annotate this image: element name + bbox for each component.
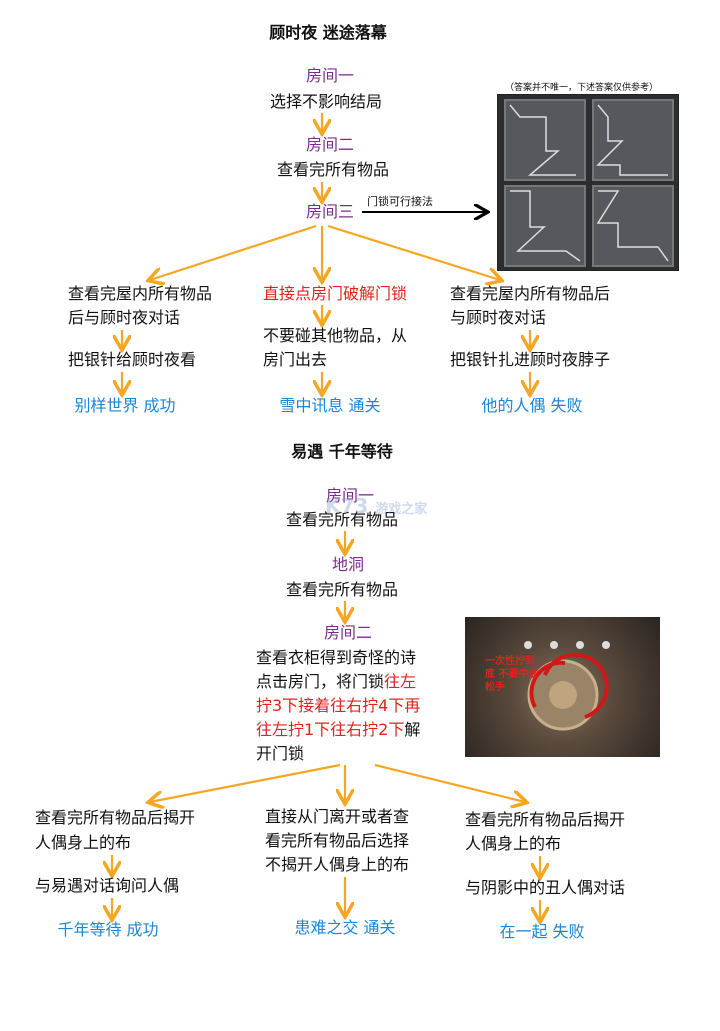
room1-label: 房间一	[325, 486, 375, 505]
branch-middle-text: 不要碰其他物品，从	[263, 326, 408, 345]
instruction-line: 查看衣柜得到奇怪的诗	[256, 648, 417, 667]
branch-middle-text: 房门出去	[263, 350, 328, 369]
room3-label: 房间三	[305, 202, 355, 221]
lock-solution-label: 门锁可行接法	[367, 195, 433, 208]
branch-right-step: 与阴影中的丑人偶对话	[465, 878, 626, 897]
instruction-highlight: 往左	[384, 672, 417, 691]
room2-label: 房间二	[323, 623, 373, 642]
instruction-highlight: 拧3下接着往右拧4下再	[256, 696, 421, 715]
section1-title: 顾时夜 迷途落幕	[269, 23, 387, 42]
instruction-line: 开门锁	[256, 744, 305, 763]
cave-label: 地洞	[331, 555, 365, 574]
room1-label: 房间一	[305, 66, 355, 85]
step-text: 查看完所有物品	[276, 160, 390, 179]
branch-right-text: 人偶身上的布	[465, 834, 562, 853]
branch-right-step: 把银针扎进顾时夜脖子	[450, 350, 611, 369]
instruction-text: 解	[404, 720, 421, 739]
instruction-line: 点击房门，将门锁往左	[256, 672, 416, 692]
step-text: 查看完所有物品	[285, 580, 399, 599]
instruction-text: 点击房门，将门锁	[256, 672, 385, 691]
image-caption: （答案并不唯一，下述答案仅供参考）	[505, 83, 659, 93]
branch-left-text: 人偶身上的布	[35, 833, 132, 852]
branch-middle-text: 直接点房门破解门锁	[263, 284, 408, 303]
lock-maze-image	[497, 94, 679, 271]
step-text: 查看完所有物品	[285, 510, 399, 529]
branch-right-text: 查看完所有物品后揭开	[465, 810, 626, 829]
branch-middle-text: 直接从门离开或者查	[265, 807, 410, 826]
instruction-line: 往左拧1下往右拧2下解	[256, 720, 420, 740]
ending-clear: 患难之交 通关	[294, 918, 396, 937]
ending-success: 别样世界 成功	[74, 396, 176, 415]
image-annotation: 一次性拧到底 不要中途松手	[485, 656, 539, 693]
ending-clear: 雪中讯息 通关	[279, 396, 381, 415]
branch-left-text: 后与顾时夜对话	[68, 308, 181, 327]
branch-middle-text: 看完所有物品后选择	[265, 831, 410, 850]
section2-title: 易遇 千年等待	[291, 442, 393, 461]
step-text: 选择不影响结局	[269, 92, 383, 111]
instruction-highlight: 往左拧1下往右拧2下	[256, 720, 405, 739]
branch-left-step: 把银针给顾时夜看	[68, 350, 197, 369]
ending-success: 千年等待 成功	[57, 920, 159, 939]
ending-fail: 他的人偶 失败	[481, 396, 583, 415]
branch-left-text: 查看完所有物品后揭开	[35, 808, 196, 827]
watermark-logo: K73 游戏之家	[325, 494, 428, 518]
branch-middle-text: 不揭开人偶身上的布	[265, 855, 410, 874]
branch-left-step: 与易遇对话询问人偶	[35, 876, 180, 895]
branch-right-text: 与顾时夜对话	[450, 308, 547, 327]
ending-fail: 在一起 失败	[499, 922, 585, 941]
branch-right-text: 查看完屋内所有物品后	[450, 284, 611, 303]
room2-label: 房间二	[305, 135, 355, 154]
branch-left-text: 查看完屋内所有物品	[68, 284, 213, 303]
door-lock-image: 一次性拧到底 不要中途松手	[465, 617, 660, 757]
